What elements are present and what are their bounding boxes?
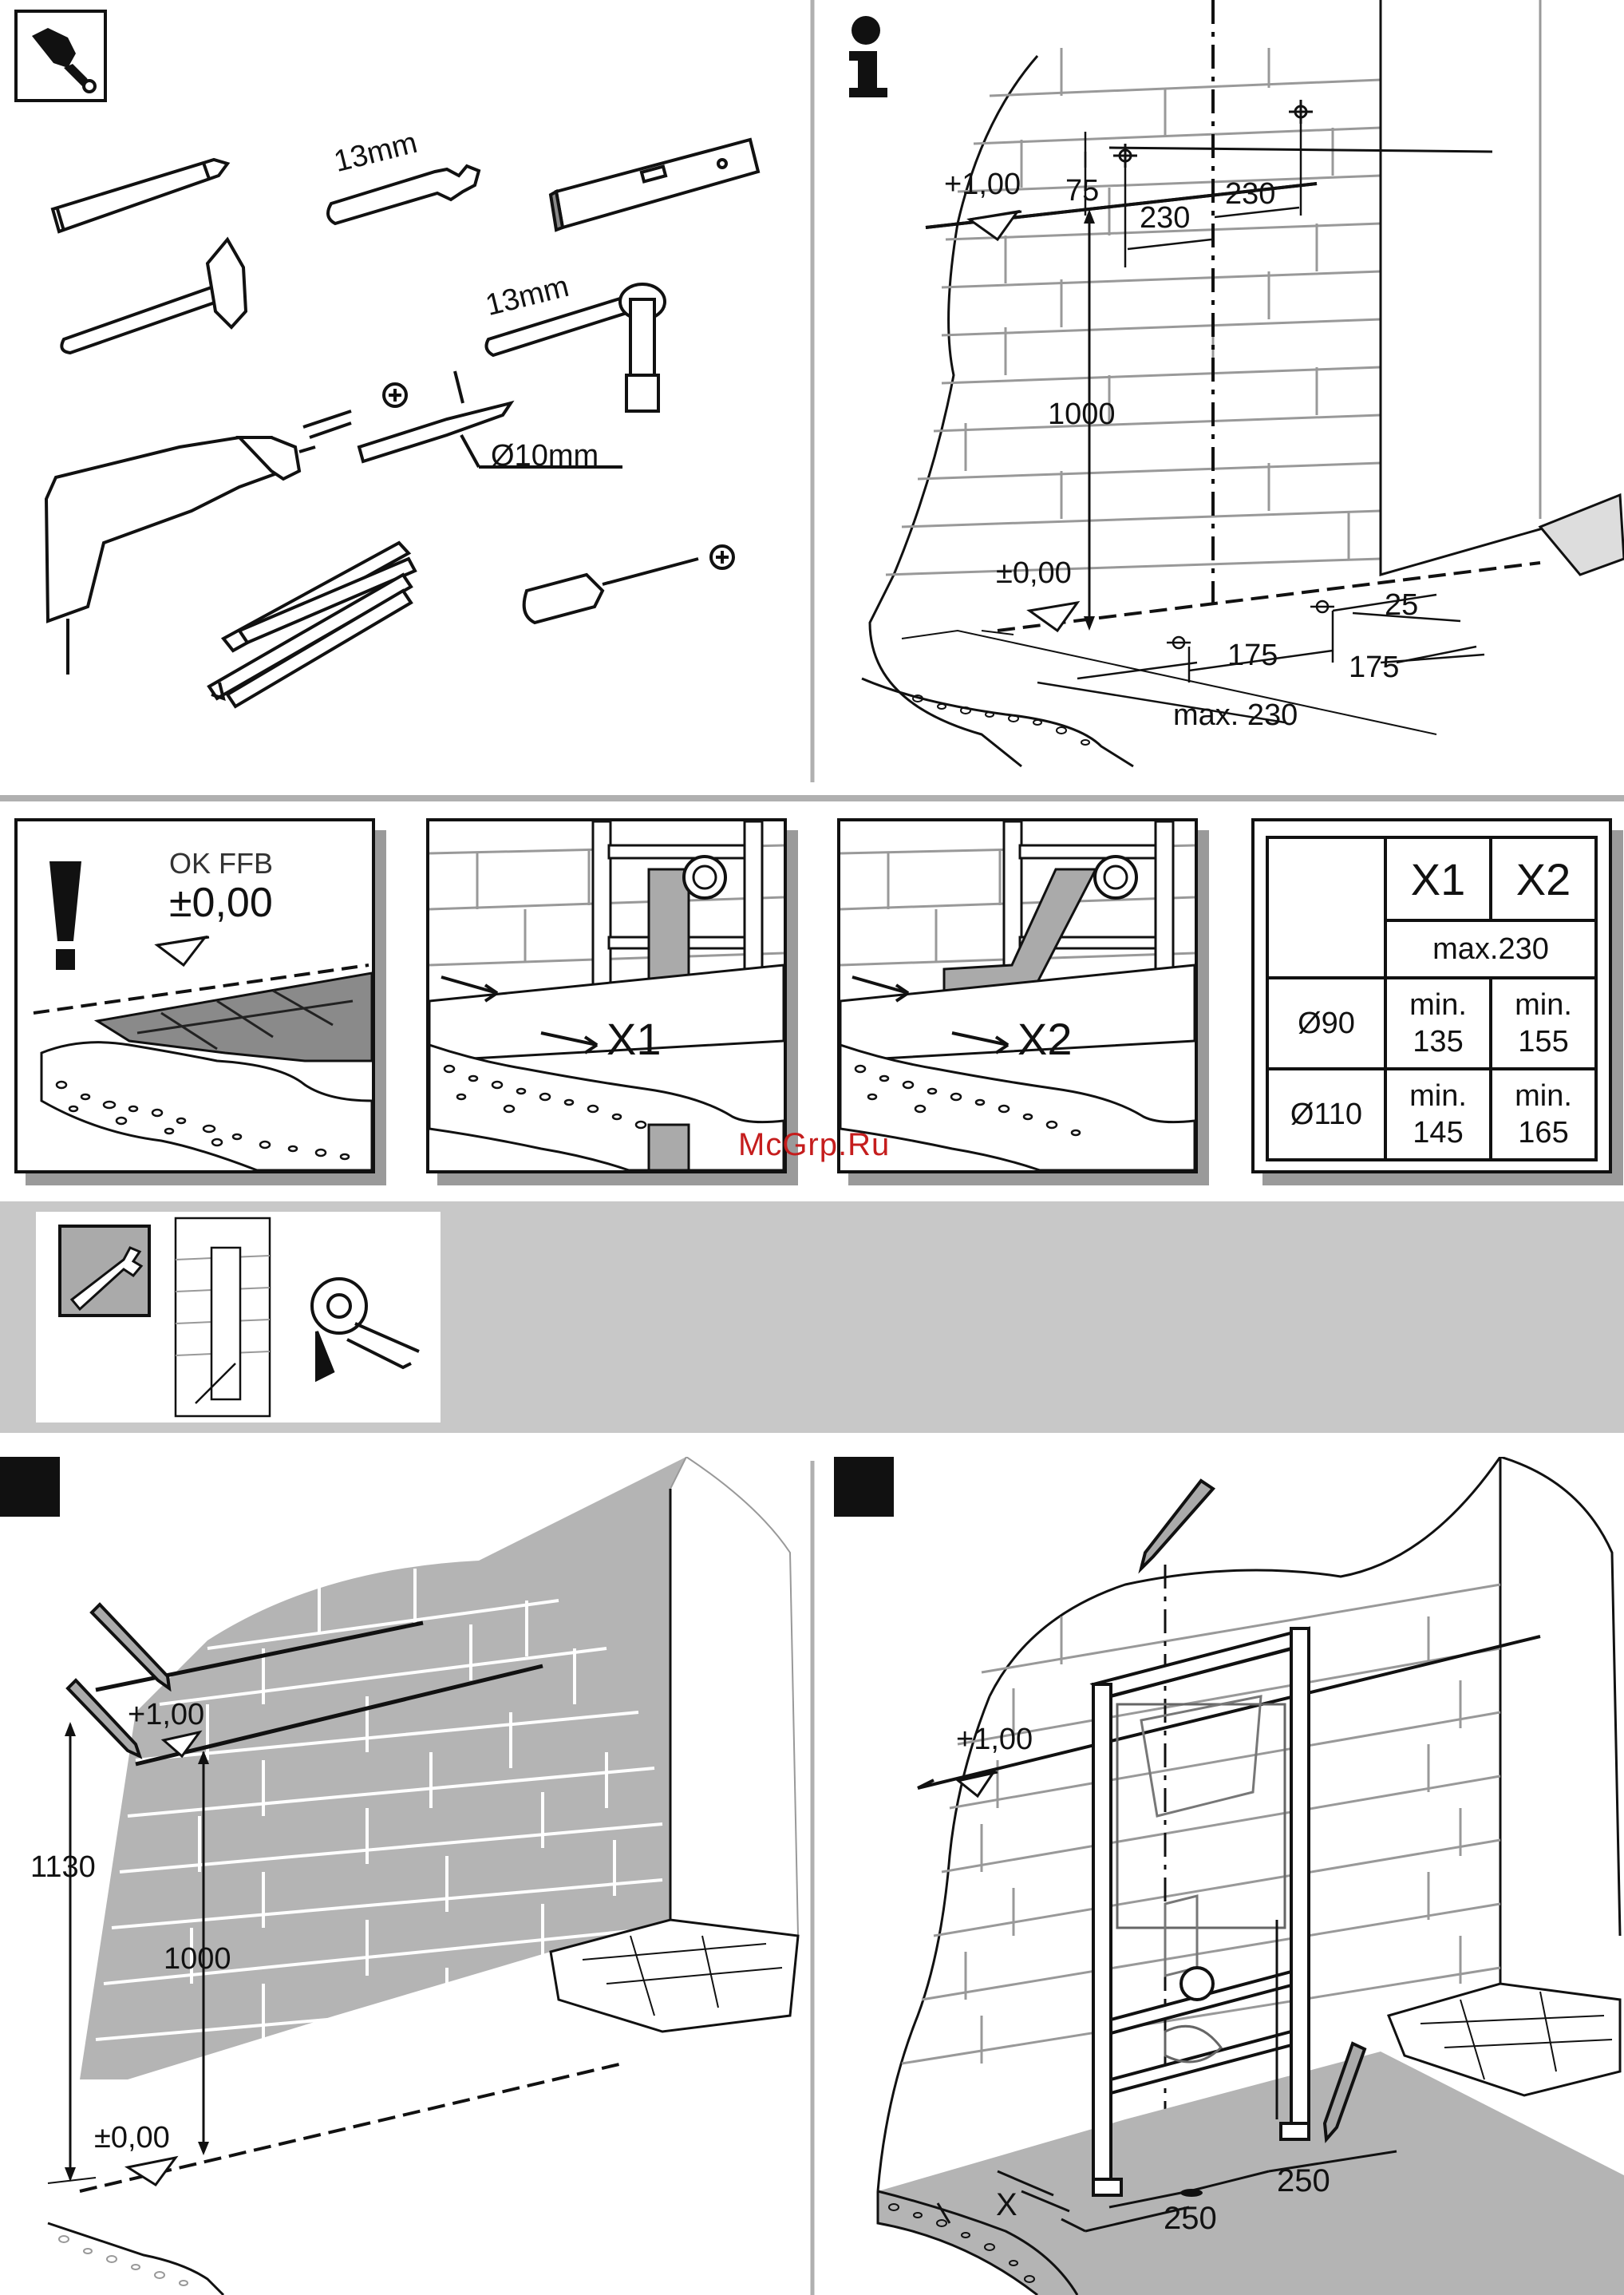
info-dim-75: 75	[1065, 174, 1099, 208]
info-level-top: +1,00	[944, 168, 1021, 202]
step-number-badge	[0, 1457, 60, 1517]
step-left-level-top: +1,00	[128, 1698, 204, 1732]
step-number-badge	[834, 1457, 894, 1517]
step-right-dim-250-right: 250	[1277, 2163, 1330, 2199]
step-left-illustration	[0, 1457, 806, 2295]
folding-ruler-icon	[209, 543, 415, 706]
tools-section: 13mm 13mm Ø10mm	[0, 0, 806, 782]
step-left-section: +1,00 1130 1000 ±0,00	[0, 1457, 806, 2295]
info-level-zero: ±0,00	[996, 556, 1072, 591]
table-subheader: max.230	[1385, 920, 1596, 978]
tools-illustration	[0, 0, 806, 782]
pencil-icon	[53, 160, 227, 231]
info-dim-1000: 1000	[1048, 398, 1116, 432]
table-row-diameter: Ø110	[1267, 1069, 1385, 1160]
table-row-x1: min.145	[1385, 1069, 1491, 1160]
watermark: McGrp.Ru	[738, 1127, 890, 1163]
table-row-x2: min.165	[1491, 1069, 1596, 1160]
step-right-section: +1,00 X 250 250	[822, 1457, 1624, 2295]
info-dim-175-right: 175	[1349, 651, 1399, 685]
info-dim-max230: max. 230	[1173, 698, 1298, 733]
exclamation-icon	[49, 861, 81, 941]
assembly-preview-card	[36, 1212, 441, 1423]
x1-illustration	[429, 821, 784, 1170]
table-row-x2: min.155	[1491, 978, 1596, 1069]
x2-label: X2	[1017, 1013, 1073, 1065]
x2-illustration	[840, 821, 1195, 1170]
pencil-icon	[1141, 1481, 1213, 1569]
step-left-dim-1000: 1000	[164, 1942, 231, 1976]
screwdriver-icon	[524, 546, 733, 623]
table-row-x1: min.135	[1385, 978, 1491, 1069]
info-icon	[849, 16, 887, 97]
warning-panel: OK FFB ±0,00	[14, 818, 375, 1173]
wall-bracket-icon	[312, 1279, 419, 1379]
tools-icon	[16, 11, 105, 101]
wrench-icon	[60, 1226, 149, 1316]
step-right-dim-x: X	[996, 2187, 1017, 2223]
drill-bit-diameter-label: Ø10mm	[491, 439, 599, 473]
table-row-diameter: Ø90	[1267, 978, 1385, 1069]
step-right-level-top: +1,00	[956, 1723, 1033, 1757]
spirit-level-icon	[551, 140, 758, 230]
info-dim-230-left: 230	[1140, 201, 1190, 235]
dimension-table-panel: X1 X2 max.230 Ø90 min.135 min.155 Ø110 m…	[1251, 818, 1612, 1173]
hammer-icon	[61, 239, 246, 353]
frame-installation-icon	[176, 1218, 270, 1416]
table-header-x1: X1	[1385, 837, 1491, 920]
info-dim-25: 25	[1385, 588, 1418, 623]
info-dim-230-right: 230	[1225, 177, 1275, 212]
x2-panel: X2	[837, 818, 1198, 1173]
info-wall-illustration	[822, 0, 1624, 782]
table-header-x2: X2	[1491, 837, 1596, 920]
brick-pattern	[886, 0, 1381, 575]
info-section: +1,00 75 230 230 1000 ±0,00 25 175 175 m…	[822, 0, 1624, 782]
warning-level: ±0,00	[169, 879, 273, 927]
x1-label: X1	[607, 1013, 662, 1065]
info-dim-175-left: 175	[1227, 639, 1278, 673]
table-corner-cell	[1267, 837, 1385, 978]
dimension-table: X1 X2 max.230 Ø90 min.135 min.155 Ø110 m…	[1266, 836, 1598, 1161]
step-left-dim-1130: 1130	[30, 1850, 96, 1885]
warning-title: OK FFB	[169, 847, 273, 880]
step-right-dim-250-left: 250	[1164, 2201, 1217, 2237]
step-left-level-zero: ±0,00	[94, 2121, 170, 2155]
step-right-illustration	[822, 1457, 1624, 2295]
x1-panel: X1	[426, 818, 787, 1173]
assembly-preview-illustration	[36, 1212, 441, 1423]
